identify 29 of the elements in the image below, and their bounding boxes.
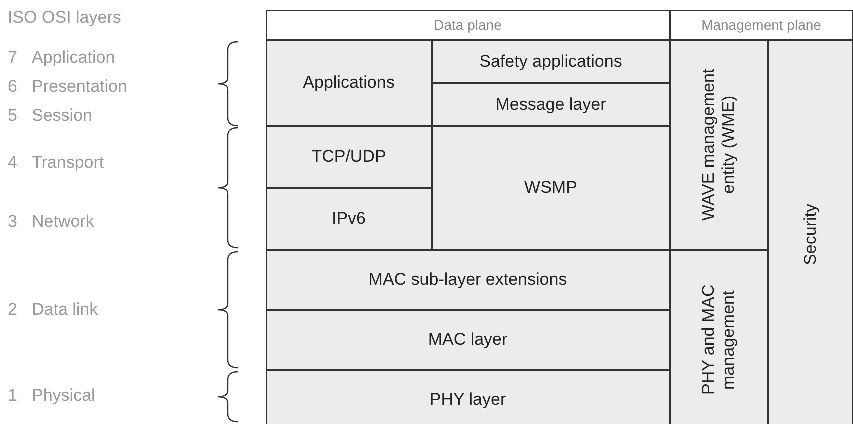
layer-number: 4	[8, 153, 18, 173]
layer-box: PHY layer	[266, 370, 670, 424]
layer-name: Transport	[32, 153, 104, 173]
layer-column: PHY and MAC management	[670, 250, 768, 424]
layer-box: IPv6	[266, 188, 432, 250]
column-header: Data plane	[266, 10, 670, 40]
layer-box: MAC layer	[266, 310, 670, 370]
layer-box: Message layer	[432, 83, 670, 126]
layer-name: Presentation	[32, 77, 128, 97]
section-heading: ISO OSI layers	[8, 8, 122, 28]
layer-name: Session	[32, 106, 92, 126]
layer-number: 1	[8, 386, 18, 406]
layer-box: Safety applications	[432, 40, 670, 83]
column-header: Management plane	[670, 10, 853, 40]
layer-number: 6	[8, 77, 18, 97]
layer-name: Data link	[32, 300, 98, 320]
layer-box: WSMP	[432, 126, 670, 250]
layer-column: Security	[768, 40, 853, 424]
layer-box: Applications	[266, 40, 432, 126]
layer-box: MAC sub-layer extensions	[266, 250, 670, 310]
layer-number: 7	[8, 48, 18, 68]
layer-number: 2	[8, 300, 18, 320]
layer-number: 5	[8, 106, 18, 126]
layer-column: WAVE management entity (WME)	[670, 40, 768, 250]
layer-name: Application	[32, 48, 116, 68]
layer-name: Physical	[32, 386, 96, 406]
layer-name: Network	[32, 212, 94, 232]
layer-number: 3	[8, 212, 18, 232]
layer-box: TCP/UDP	[266, 126, 432, 188]
